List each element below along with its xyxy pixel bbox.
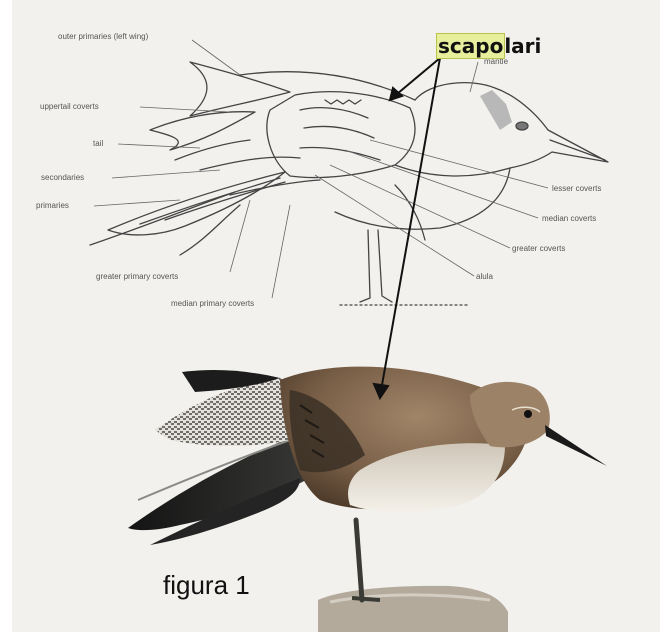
drawing-tail [150, 112, 255, 150]
bird-leg [356, 520, 362, 600]
leader-lines [94, 40, 548, 298]
figure-caption: figura 1 [163, 570, 250, 600]
scapular-arrows [374, 58, 440, 398]
bird-beak [545, 425, 607, 466]
scapolari-label: scapolari [437, 34, 541, 58]
scapolari-highlight: scapo [437, 34, 504, 58]
label-lesser-coverts: lesser coverts [552, 185, 601, 193]
drawing-back-outline [240, 72, 415, 100]
label-greater-coverts: greater coverts [512, 245, 565, 253]
bird-eye [524, 410, 532, 418]
scapolari-rest: lari [504, 34, 541, 58]
label-outer-primaries: outer primaries (left wing) [58, 33, 148, 41]
rock [318, 586, 508, 632]
label-tail: tail [93, 140, 103, 148]
label-median-coverts: median coverts [542, 215, 596, 223]
drawing-belly [335, 165, 510, 229]
label-secondaries: secondaries [41, 174, 84, 182]
label-alula: alula [476, 273, 493, 281]
drawing-outer-primaries [190, 62, 290, 116]
label-median-primary-coverts: median primary coverts [171, 300, 254, 308]
drawing-legs [360, 230, 392, 302]
label-greater-primary-coverts: greater primary coverts [96, 273, 178, 281]
label-primaries: primaries [36, 202, 69, 210]
drawing-eye [516, 122, 528, 130]
drawing-head-outline [415, 83, 608, 168]
label-uppertail-coverts: uppertail coverts [40, 103, 99, 111]
label-mantle: mantle [484, 58, 508, 66]
drawing-wing [267, 92, 415, 178]
